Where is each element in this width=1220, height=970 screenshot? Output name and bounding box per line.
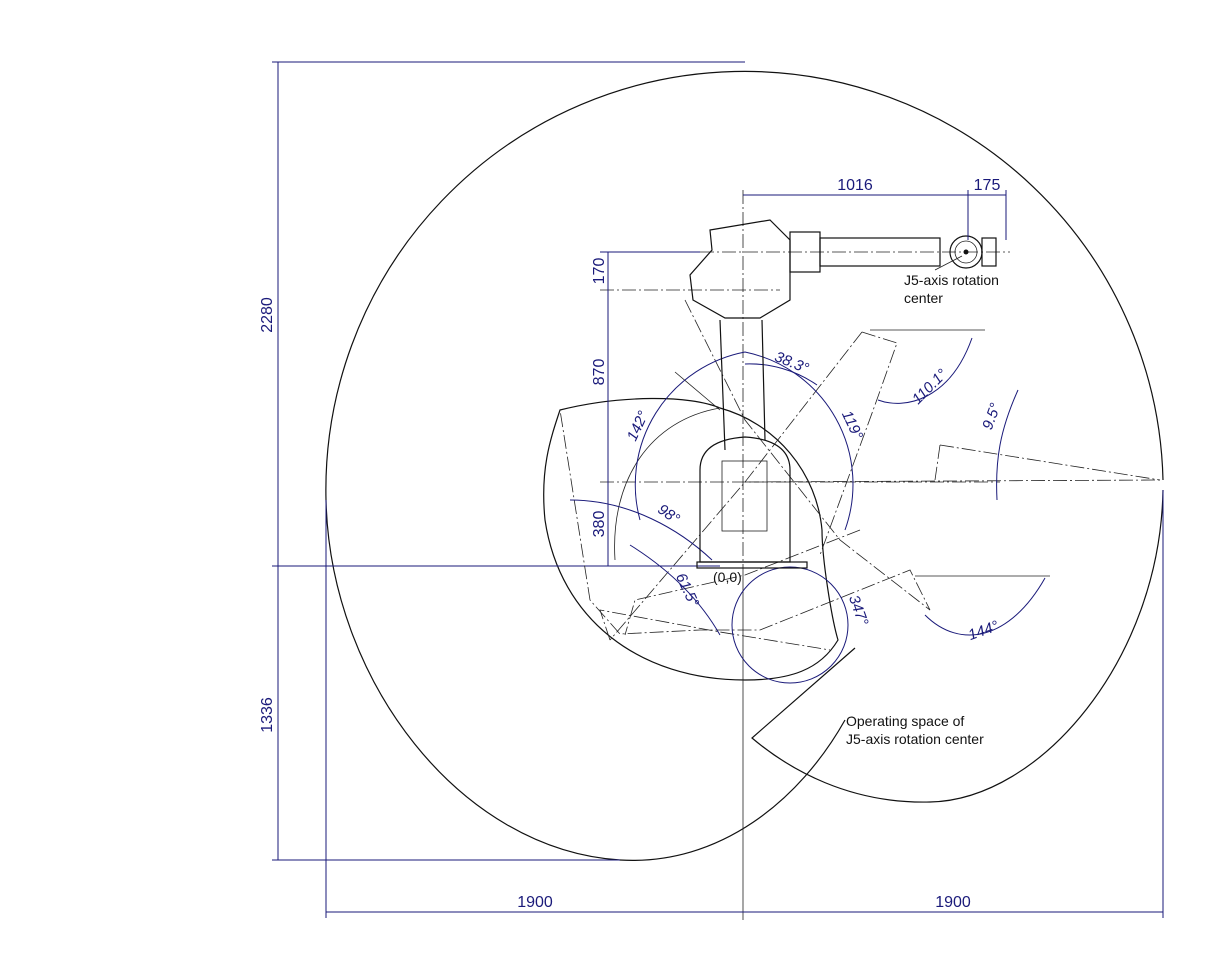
dim-175: 175 (974, 177, 1001, 194)
dim-2280: 2280 (259, 297, 276, 333)
angle-arcs (569, 337, 1046, 684)
wrist-joint-inner (954, 240, 978, 264)
j2-extension-line (744, 479, 1161, 483)
j5-center-label-1: J5-axis rotation (904, 272, 999, 288)
base-panel (721, 460, 768, 532)
j5-center-point (963, 249, 969, 255)
dim-1016: 1016 (837, 177, 873, 194)
angle-119: 119° (838, 408, 866, 442)
dim-1336: 1336 (259, 697, 276, 733)
arc-110-1 (877, 337, 973, 404)
wrist-flange (981, 237, 997, 267)
arc-142-119 (634, 351, 854, 531)
angle-38-3: 38.3° (772, 348, 811, 377)
inner-envelope (543, 397, 839, 681)
operating-envelope (325, 70, 1164, 861)
origin-label: (0,0) (713, 569, 742, 585)
j5-leader-line (934, 255, 963, 271)
dim-170: 170 (591, 258, 608, 285)
angle-347: 347° (845, 593, 872, 628)
arm-limit-back (559, 299, 931, 635)
arc-347 (731, 566, 849, 684)
arc-38-3 (744, 363, 818, 386)
angle-144: 144° (966, 617, 1001, 644)
arc-144 (924, 577, 1046, 636)
arm-limit-lower (624, 444, 1161, 636)
lower-arm (719, 319, 766, 451)
arc-9-5 (996, 389, 1019, 501)
forearm (819, 237, 941, 267)
dim-870: 870 (591, 359, 608, 386)
outer-envelope-lower-left (325, 499, 846, 861)
angle-labels: 38.3° 110.1° 9.5° 142° 119° 98° 61.5° 34… (624, 348, 1005, 644)
upper-arm-housing (689, 219, 791, 319)
angle-142: 142° (624, 408, 653, 443)
j5-center-label-2: center (904, 290, 943, 306)
dimension-lines (272, 61, 1164, 918)
outer-envelope-upper (325, 70, 1164, 501)
operating-space-label-1: Operating space of (846, 713, 964, 729)
angle-9-5: 9.5° (979, 401, 1004, 432)
robot-base (699, 436, 791, 563)
angle-98: 98° (654, 501, 682, 528)
angle-61-5: 61.5° (672, 571, 702, 610)
arm-limit-front (599, 331, 898, 651)
robot-body (689, 219, 997, 569)
dim-1900-right: 1900 (935, 894, 971, 911)
operating-space-label-2: J5-axis rotation center (846, 731, 984, 747)
ref-142-line (674, 371, 721, 411)
inner-back-curve (614, 407, 721, 561)
dim-1900-left: 1900 (517, 894, 553, 911)
dimension-labels: 2280 1336 1900 1900 1016 175 170 870 380 (259, 177, 1000, 911)
annotations: (0,0) J5-axis rotation center Operating … (713, 255, 999, 747)
reference-lines (272, 190, 1161, 920)
dim-380: 380 (591, 511, 608, 538)
angle-110-1: 110.1° (909, 366, 951, 408)
outer-envelope-lower-right (751, 489, 1164, 803)
